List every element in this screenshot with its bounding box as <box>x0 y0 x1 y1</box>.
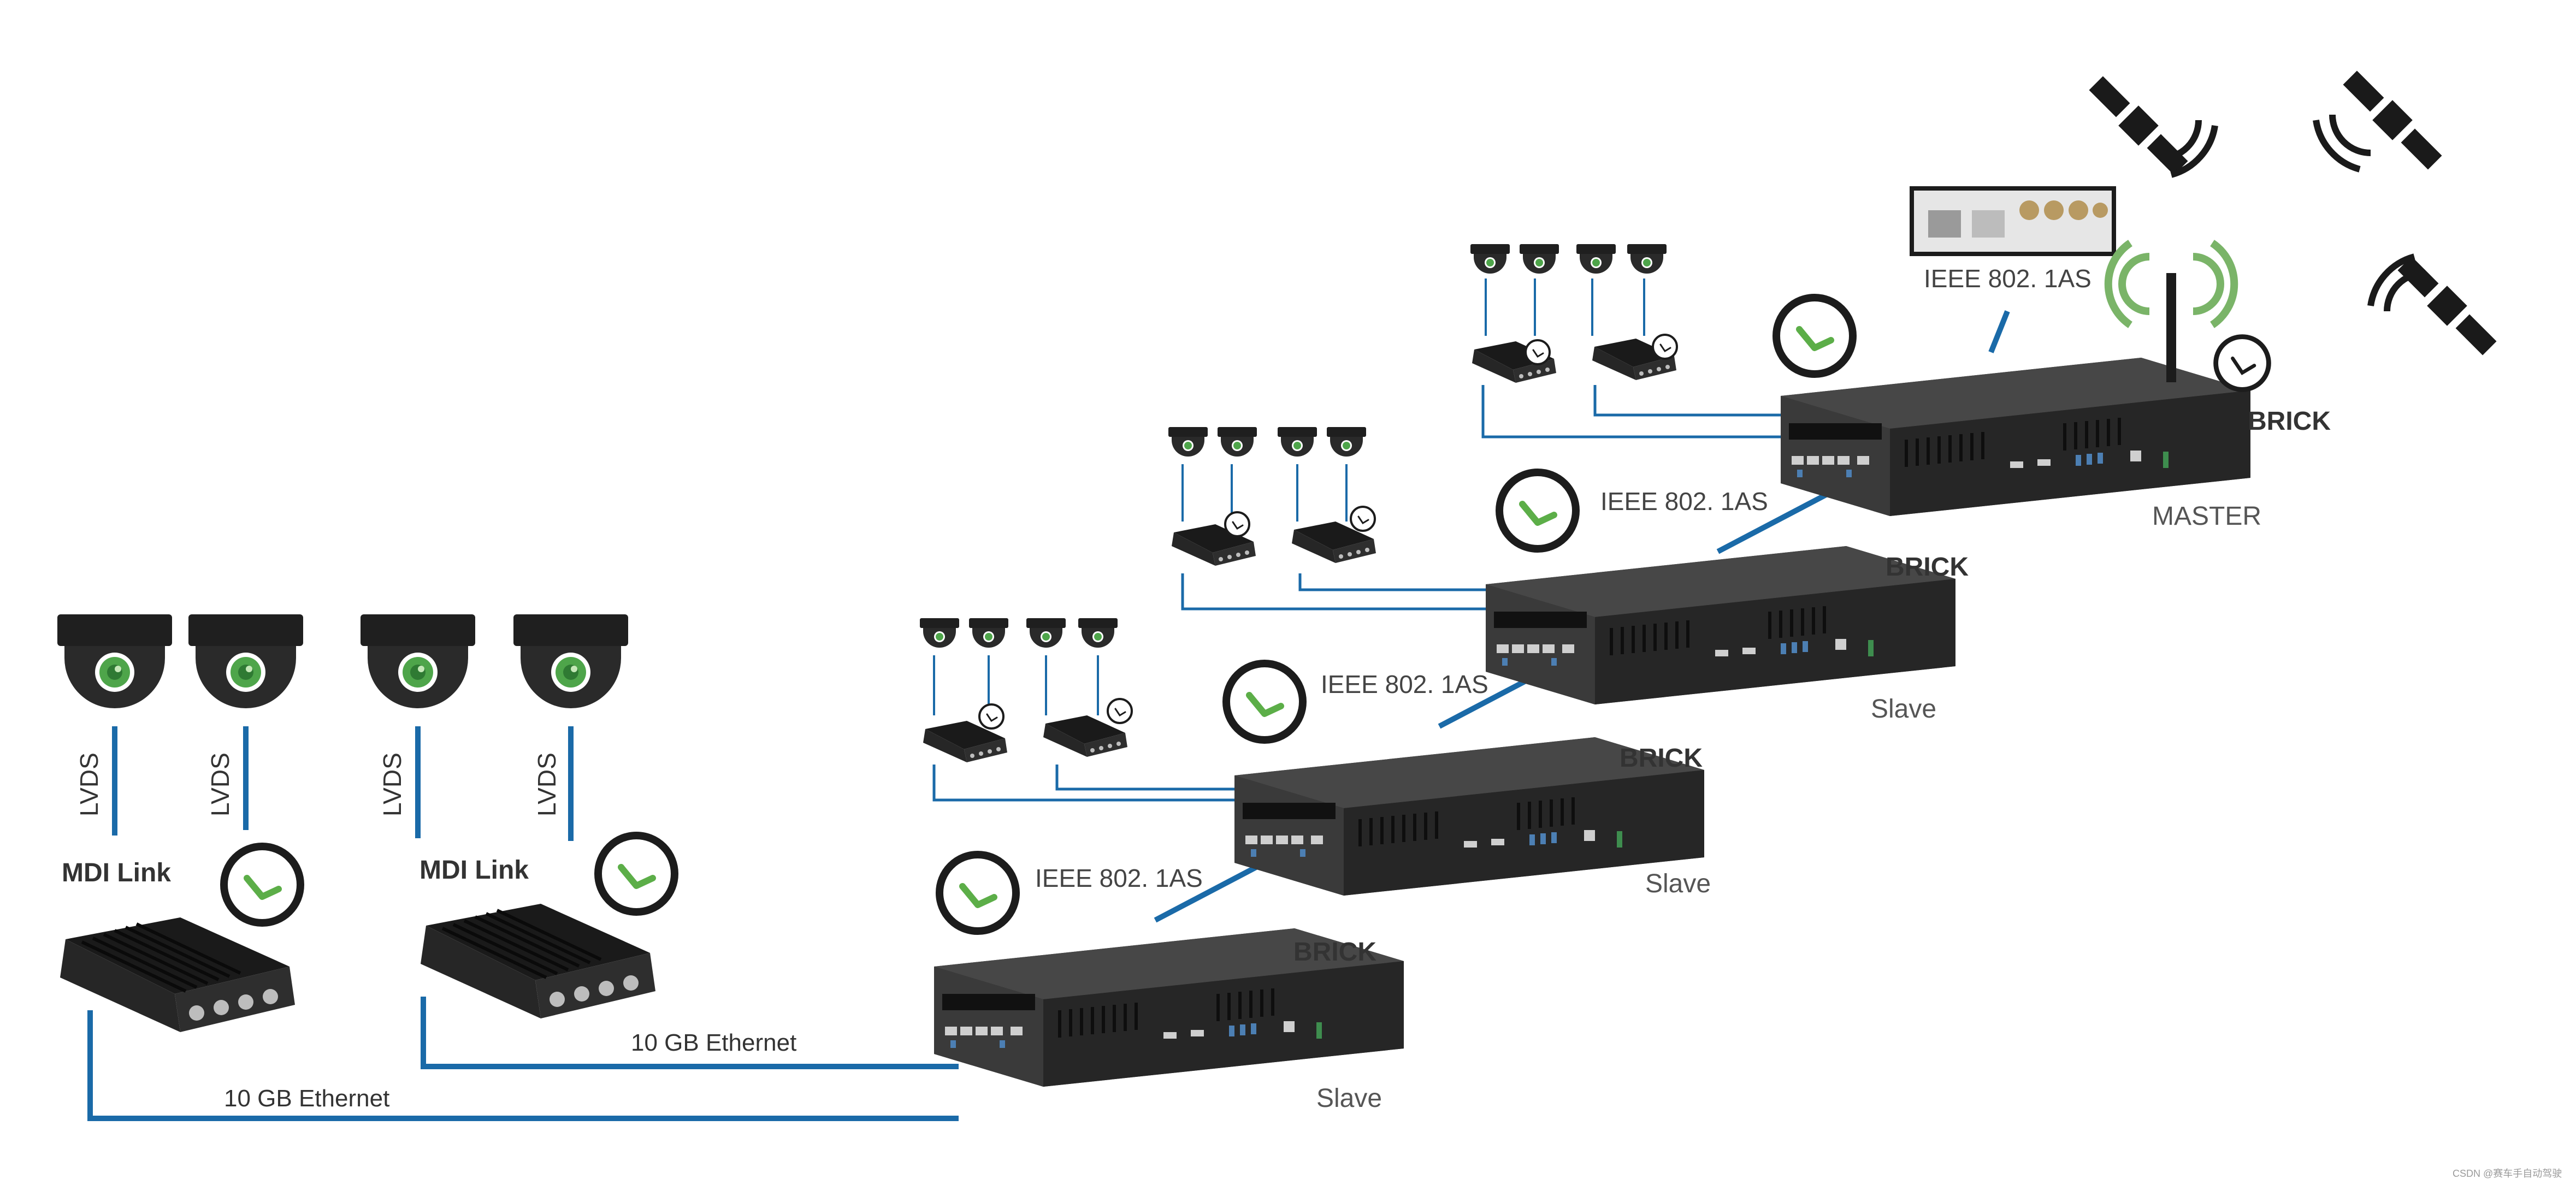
camera-cluster-3 <box>1470 244 1678 383</box>
slave-label-1: Slave <box>1316 1084 1382 1113</box>
sync-link-3 <box>1716 491 1829 554</box>
camera-cluster-2 <box>1168 427 1376 566</box>
lvds-label-2: LVDS <box>206 753 234 816</box>
antenna-icon <box>2104 240 2238 382</box>
dome-camera-icon <box>188 614 303 708</box>
satellite-icon <box>2313 70 2442 173</box>
brick-server-master <box>1781 358 2250 516</box>
clock-icon <box>224 846 300 923</box>
satellite-icon <box>2089 76 2218 178</box>
clock-icon <box>1499 472 1576 549</box>
lvds-label-1: LVDS <box>75 753 103 816</box>
dome-camera-icon <box>57 614 172 708</box>
sync-label-2: IEEE 802. 1AS <box>1321 670 1488 698</box>
sync-label-4: IEEE 802. 1AS <box>1924 264 2091 293</box>
clock-icon <box>940 855 1016 931</box>
brick-label-1: BRICK <box>1293 938 1376 967</box>
brick-label-2: BRICK <box>1620 744 1703 773</box>
sync-link-1 <box>1154 860 1266 923</box>
slave-label-2: Slave <box>1645 869 1711 898</box>
mdi-link-label-2: MDI Link <box>420 856 529 885</box>
lvds-label-3: LVDS <box>378 753 406 816</box>
brick-label-3: BRICK <box>1886 553 1969 582</box>
ethernet-line-1 <box>87 1010 959 1121</box>
clock-icon <box>1776 298 1853 374</box>
satellite-icon <box>2367 253 2497 356</box>
slave-label-3: Slave <box>1871 695 1937 724</box>
sync-label-1: IEEE 802. 1AS <box>1035 864 1203 892</box>
brick-label-4: BRICK <box>2248 407 2331 436</box>
gnss-receiver-icon <box>1910 186 2116 256</box>
mdi-link-label-1: MDI Link <box>62 858 171 887</box>
clock-icon <box>1226 663 1303 740</box>
sync-link-4 <box>1988 310 2010 353</box>
clock-icon <box>598 836 675 912</box>
mdi-link-box-icon <box>421 904 655 1018</box>
network-links <box>87 310 2010 1121</box>
dome-camera-icon <box>361 614 475 708</box>
master-label: MASTER <box>2152 502 2262 531</box>
sync-label-3: IEEE 802. 1AS <box>1600 487 1768 516</box>
camera-cluster-1 <box>920 618 1133 762</box>
mdi-link-box-icon <box>60 917 295 1032</box>
lvds-label-4: LVDS <box>533 753 561 816</box>
watermark: CSDN @赛车手自动驾驶 <box>2453 1168 2562 1179</box>
ethernet-line-2 <box>421 997 959 1069</box>
ethernet-label-2: 10 GB Ethernet <box>224 1085 390 1112</box>
ethernet-label-1: 10 GB Ethernet <box>631 1029 797 1056</box>
brick-server-slave-3 <box>1486 546 1955 704</box>
clock-icon <box>2216 337 2269 390</box>
dome-camera-icon <box>513 614 628 708</box>
